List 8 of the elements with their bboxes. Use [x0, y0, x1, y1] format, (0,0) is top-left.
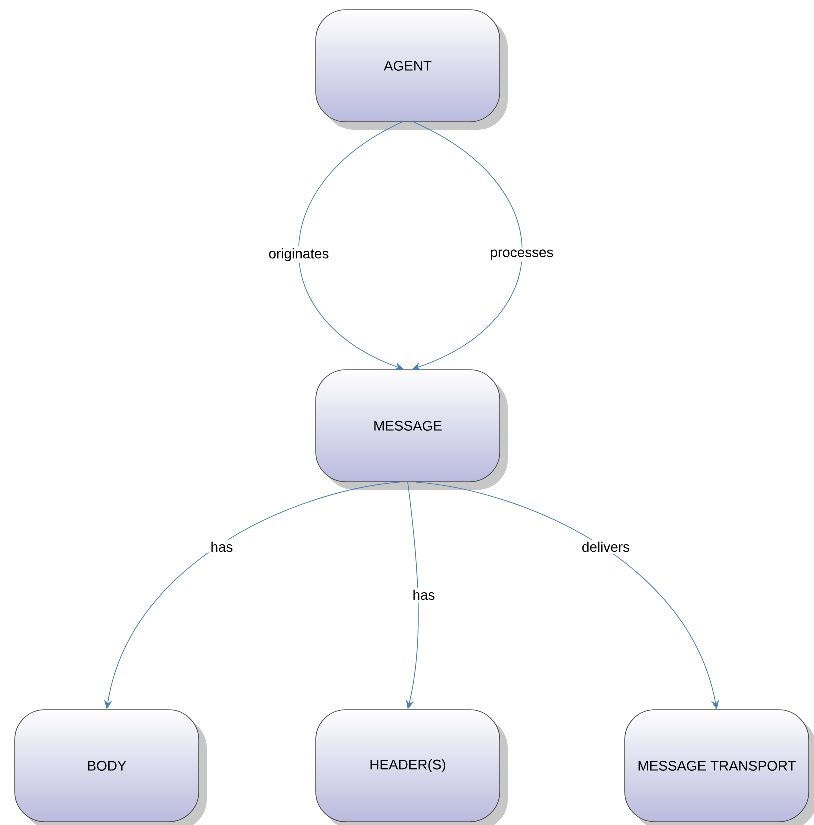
edge-label: originates	[266, 246, 332, 264]
rounded-box: MESSAGE	[316, 370, 508, 490]
edge-label: delivers	[580, 540, 632, 554]
edge-label: processes	[488, 248, 556, 262]
rounded-box: MESSAGE TRANSPORT	[624, 710, 814, 825]
rounded-box: AGENT	[316, 10, 508, 130]
rounded-box: HEADER(S)	[316, 710, 508, 825]
rounded-box: BODY	[14, 710, 207, 825]
